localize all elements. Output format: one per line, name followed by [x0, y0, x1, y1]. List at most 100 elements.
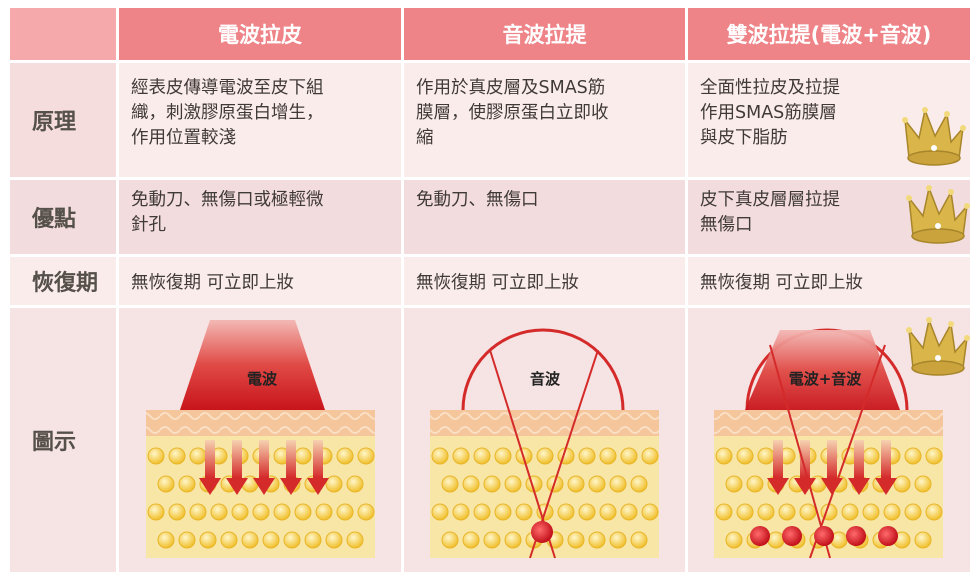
fat-ball — [357, 447, 375, 465]
text-line: 膜層，使膠原蛋白立即收 — [416, 103, 609, 123]
recovery-rf: 無恢復期 可立即上妝 — [119, 257, 401, 305]
fat-ball — [914, 531, 932, 549]
fat-ball — [241, 531, 259, 549]
recovery-ultrasound: 無恢復期 可立即上妝 — [404, 257, 685, 305]
fat-ball — [746, 475, 764, 493]
fat-ball — [536, 447, 554, 465]
rf-diagram: 電波 — [146, 320, 375, 558]
fat-ball — [283, 531, 301, 549]
header-ultrasound-lift: 音波拉提 — [404, 8, 685, 60]
fat-ball — [441, 531, 459, 549]
fat-ball — [325, 531, 343, 549]
fat-ball — [609, 531, 627, 549]
fat-ball — [599, 447, 617, 465]
dual-wave-diagram: 電波+音波 — [714, 328, 943, 559]
beam-line — [769, 344, 831, 559]
fat-ball — [357, 503, 375, 521]
fat-ball — [157, 531, 175, 549]
fat-ball — [715, 447, 733, 465]
fat-ball — [452, 503, 470, 521]
fat-ball — [494, 503, 512, 521]
fat-ball — [736, 447, 754, 465]
advantage-ultrasound: 免動刀、無傷口 — [404, 180, 685, 254]
fat-ball — [315, 503, 333, 521]
fat-ball — [346, 475, 364, 493]
text-line: 皮下真皮層層拉提 — [700, 190, 840, 210]
fat-ball — [588, 531, 606, 549]
fat-ball — [620, 503, 638, 521]
rf-probe — [745, 330, 900, 410]
fat-ball — [904, 503, 922, 521]
row-label-principle: 原理 — [10, 63, 116, 177]
fat-ball — [473, 447, 491, 465]
fat-ball — [504, 531, 522, 549]
rf-probe — [180, 320, 325, 410]
rf-arrows — [199, 440, 329, 495]
fat-ball — [736, 503, 754, 521]
fat-ball — [641, 503, 659, 521]
fat-ball — [862, 503, 880, 521]
fat-ball — [641, 447, 659, 465]
fat-ball — [494, 447, 512, 465]
fat-ball — [336, 447, 354, 465]
focal-point — [814, 526, 834, 546]
fat-balls — [431, 447, 659, 549]
fat-ball — [168, 503, 186, 521]
fat-ball — [504, 475, 522, 493]
fat-ball — [620, 447, 638, 465]
text-line: 與皮下脂肪 — [700, 128, 788, 148]
fat-ball — [630, 531, 648, 549]
fat-ball — [462, 475, 480, 493]
fat-ball — [483, 531, 501, 549]
skin-layer — [146, 410, 375, 436]
row-label-recovery: 恢復期 — [10, 257, 116, 305]
ultrasound-label: 音波 — [530, 370, 561, 388]
fat-ball — [630, 475, 648, 493]
fat-ball — [336, 503, 354, 521]
fat-ball — [904, 447, 922, 465]
fat-ball — [725, 531, 743, 549]
advantage-dual-wave: 皮下真皮層層拉提 無傷口 — [688, 180, 970, 254]
fat-ball — [189, 447, 207, 465]
text-line: 針孔 — [131, 215, 166, 235]
text-line: 縮 — [416, 128, 434, 148]
fat-ball — [231, 503, 249, 521]
fat-ball — [441, 475, 459, 493]
fat-ball — [767, 531, 785, 549]
fat-ball — [147, 447, 165, 465]
fat-ball — [725, 475, 743, 493]
text-line: 無傷口 — [700, 215, 753, 235]
fat-ball — [220, 531, 238, 549]
focal-point — [750, 526, 770, 546]
header-corner — [10, 8, 116, 60]
fat-ball — [273, 503, 291, 521]
fat-balls — [147, 447, 375, 549]
skin-layer — [430, 410, 659, 436]
fat-ball — [431, 447, 449, 465]
fat-ball — [578, 503, 596, 521]
fat-ball — [925, 503, 943, 521]
fat-ball — [515, 503, 533, 521]
fat-ball — [199, 531, 217, 549]
text-line: 免動刀、無傷口 — [416, 190, 539, 210]
fat-ball — [147, 503, 165, 521]
fat-ball — [178, 475, 196, 493]
fat-ball — [189, 503, 207, 521]
row-label-diagram: 圖示 — [10, 308, 116, 572]
skin-layer — [714, 410, 943, 436]
crown-icon — [906, 185, 970, 244]
fat-ball — [567, 531, 585, 549]
focal-point — [846, 526, 866, 546]
fat-ball — [893, 475, 911, 493]
row-label-advantage: 優點 — [10, 180, 116, 254]
fat-ball — [599, 503, 617, 521]
fat-ball — [483, 475, 501, 493]
text-line: 作用位置較淺 — [131, 128, 236, 148]
fat-ball — [325, 475, 343, 493]
rf-label: 電波 — [247, 370, 278, 388]
fat-ball — [252, 503, 270, 521]
principle-ultrasound: 作用於真皮層及SMAS筋 膜層，使膠原蛋白立即收 縮 — [404, 63, 685, 177]
fat-ball — [473, 503, 491, 521]
fat-ball — [210, 503, 228, 521]
